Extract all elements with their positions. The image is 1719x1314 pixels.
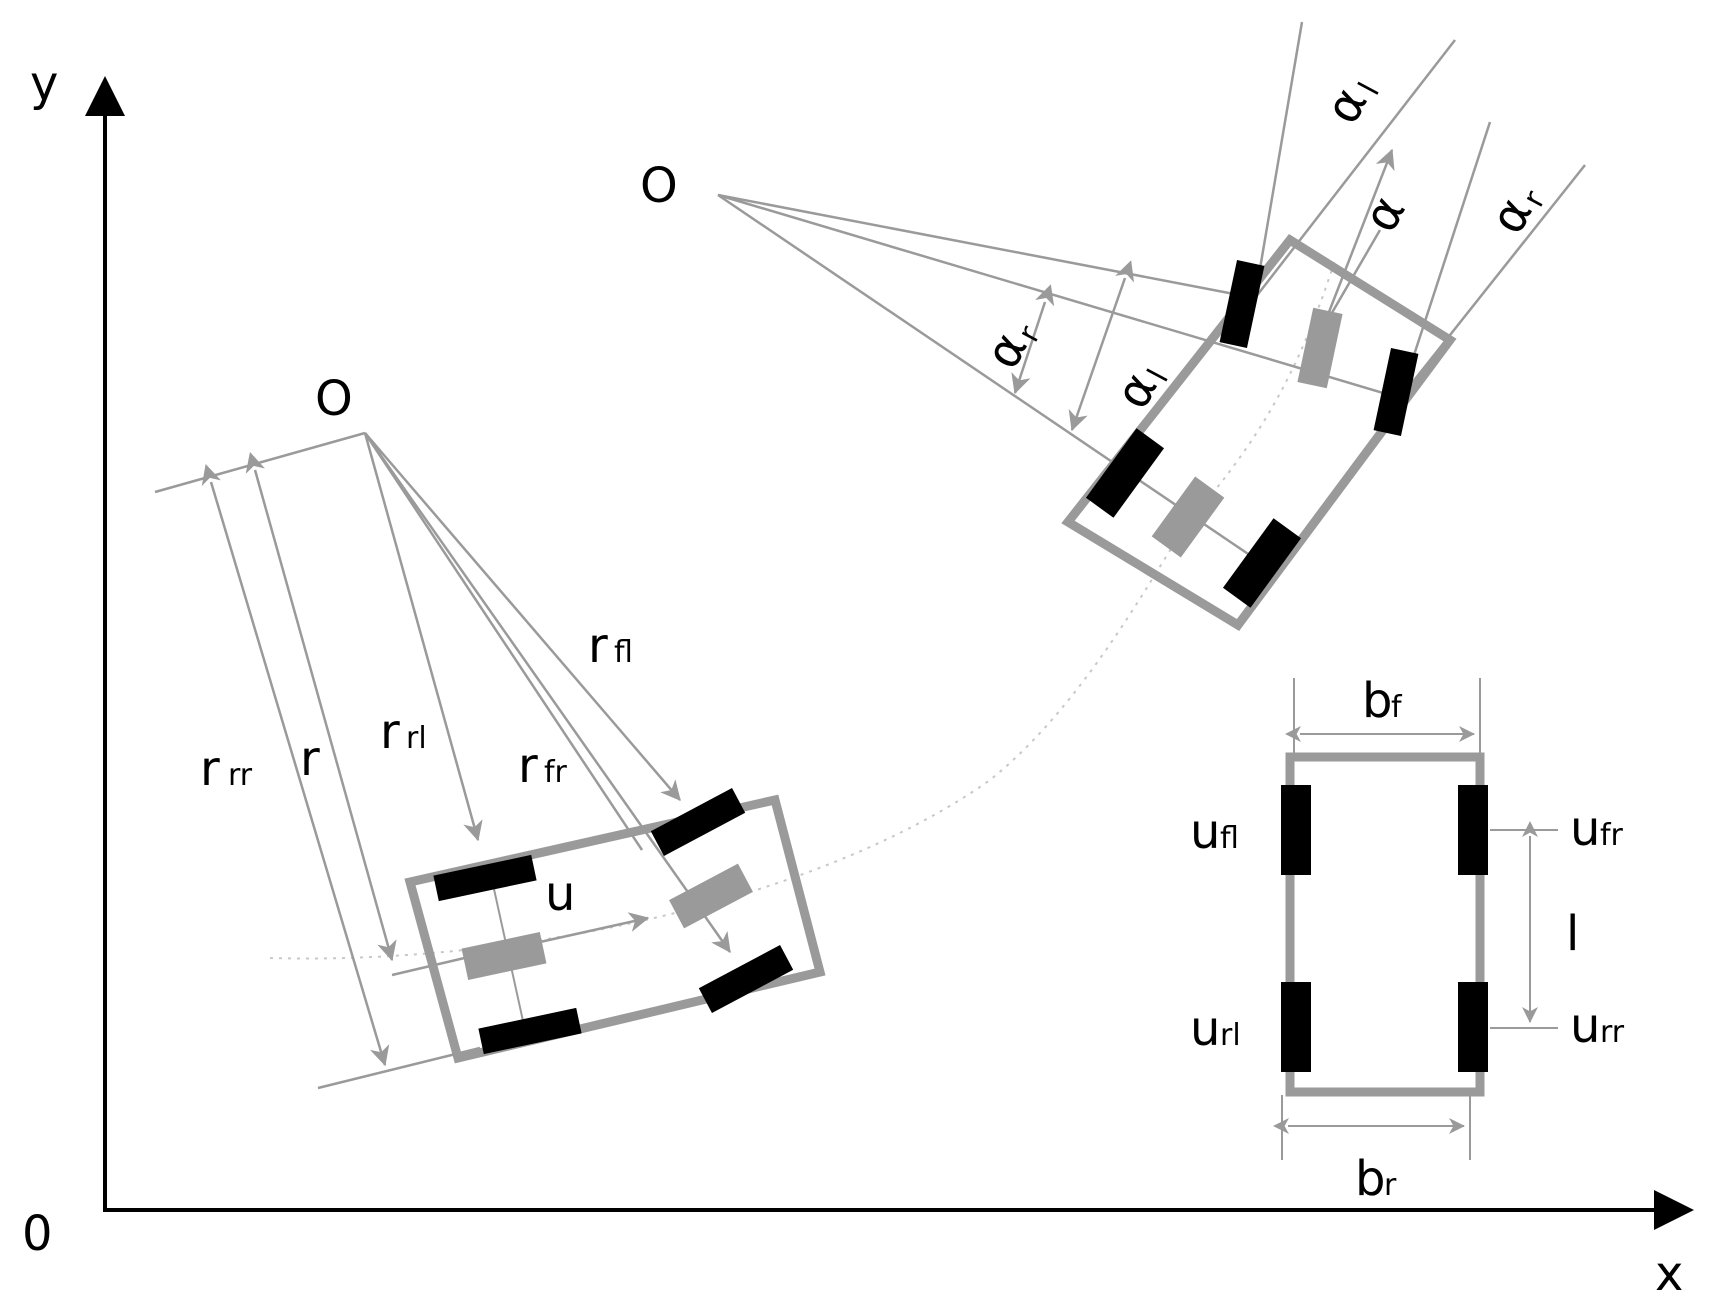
r-dimension (245, 451, 397, 962)
svg-text:u: u (1570, 998, 1600, 1054)
virtual-front-wheel-left (669, 863, 753, 929)
r-rl-label: r rl (380, 704, 427, 760)
svg-text:u: u (1190, 1001, 1220, 1057)
wheel-fr-right (1373, 348, 1419, 436)
svg-text:r: r (200, 741, 220, 797)
schematic-wheel-fl (1281, 785, 1311, 875)
alpha-l-arc-arrow (1068, 260, 1135, 432)
svg-text:rr: rr (1600, 1015, 1625, 1050)
vehicle-left: O r rr r r rl r (154, 371, 826, 1090)
center-o-left: O (315, 371, 353, 427)
svg-text:r: r (588, 618, 608, 674)
bf-label: b f (1362, 673, 1403, 729)
svg-text:r: r (380, 704, 400, 760)
alpha-l-top-label: α l (1314, 77, 1386, 133)
schematic-body (1285, 752, 1485, 1097)
svg-text:u: u (1190, 804, 1220, 860)
br-label: b r (1355, 1151, 1397, 1207)
svg-text:fl: fl (614, 635, 633, 670)
l-label: l (1566, 906, 1579, 962)
r-label: r (300, 731, 320, 787)
wheel-rl-left (433, 854, 537, 902)
svg-text:b: b (1362, 673, 1392, 729)
virtual-front-wheel-right (1297, 307, 1343, 389)
svg-text:r: r (518, 738, 538, 794)
ufr-label: u fr (1570, 801, 1624, 857)
svg-text:b: b (1355, 1151, 1385, 1207)
radius-baseline-top (154, 431, 366, 494)
wheel-rr-right (1222, 518, 1302, 608)
ufl-label: u fl (1190, 804, 1239, 860)
alpha-l-heading-line-b (1254, 39, 1456, 299)
o-to-front-right-line (717, 193, 1401, 400)
svg-text:u: u (1570, 801, 1600, 857)
urr-label: u rr (1570, 998, 1625, 1054)
r-center-to-fr-line (363, 432, 644, 851)
alpha-r-heading-line-a (1398, 121, 1492, 399)
virtual-rear-wheel-left (461, 932, 547, 980)
svg-text:rr: rr (228, 758, 253, 793)
vehicle-right-body (1061, 234, 1457, 631)
r-fr-label: r fr (518, 738, 568, 794)
alpha-l-heading-line-a (1253, 21, 1304, 299)
r-fl-label: r fl (588, 618, 633, 674)
y-axis-label: y (30, 56, 58, 112)
wheel-rr-left (478, 1007, 582, 1055)
alpha-r-arc-arrow (1011, 284, 1055, 395)
r-fl-line (364, 432, 681, 801)
alpha-r-top-label: α r (1479, 185, 1553, 243)
schematic-wheel-fr (1458, 785, 1488, 875)
coordinate-axes: y x 0 (22, 56, 1694, 1302)
o-to-rear-line (717, 193, 1261, 564)
vehicle-layout-schematic: b f b r u fl u fr u rl u rr l (1190, 673, 1625, 1207)
alpha-l-arc-label: α l (1104, 363, 1176, 417)
center-o-right: O (640, 158, 678, 214)
svg-text:fr: fr (1600, 818, 1624, 853)
vehicle-left-body (404, 794, 826, 1064)
svg-text:rl: rl (1220, 1018, 1241, 1053)
virtual-rear-wheel-right (1151, 476, 1225, 558)
wheel-fl-left (650, 788, 746, 856)
velocity-u-arrow (539, 912, 650, 944)
r-fr-line (363, 432, 732, 954)
alpha-center-heading-line-a (1320, 148, 1395, 331)
schematic-wheel-rr (1458, 982, 1488, 1072)
wheel-rl-right (1085, 428, 1165, 518)
x-axis-label: x (1655, 1246, 1683, 1302)
svg-text:fl: fl (1220, 821, 1239, 856)
u-label: u (545, 866, 575, 922)
wheel-fr-left (698, 945, 794, 1013)
trajectory-path (269, 259, 1336, 960)
schematic-wheel-rl (1281, 982, 1311, 1072)
r-rr-label: r rr (200, 741, 253, 797)
svg-text:r: r (1384, 1168, 1397, 1203)
alpha-center-label: α (1352, 187, 1416, 241)
o-to-front-left-line (717, 193, 1256, 300)
r-rl-line (363, 432, 483, 842)
wheel-fl-right (1219, 260, 1265, 348)
url-label: u rl (1190, 1001, 1241, 1057)
svg-text:rl: rl (406, 721, 427, 756)
vehicle-right: O α l α α r α (640, 21, 1586, 631)
svg-text:f: f (1391, 690, 1403, 725)
svg-text:fr: fr (544, 755, 568, 790)
origin-label: 0 (22, 1206, 53, 1262)
